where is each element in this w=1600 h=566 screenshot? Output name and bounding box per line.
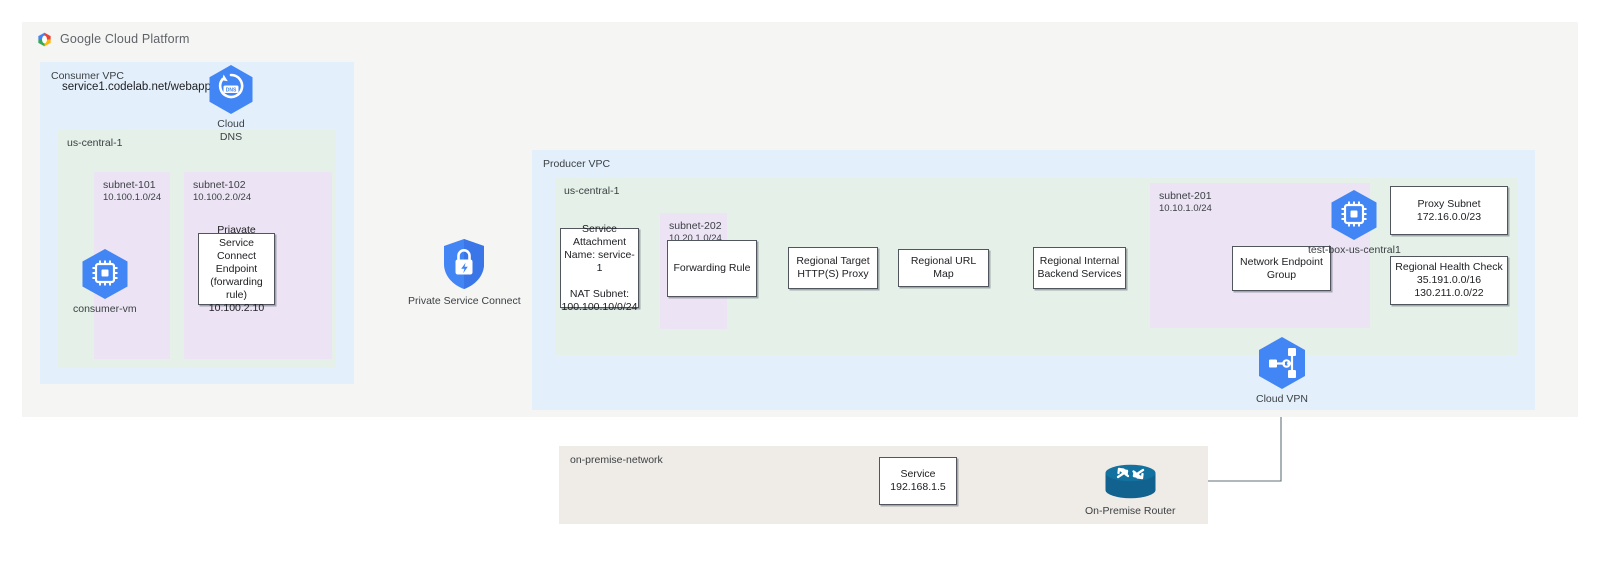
cloud-vpn-icon [1258, 337, 1305, 389]
proxy-subnet-box[interactable]: Proxy Subnet 172.16.0.0/23 [1390, 186, 1508, 235]
consumer-region-label: us-central-1 [67, 137, 123, 149]
on-premise-network-label: on-premise-network [570, 454, 663, 466]
regional-url-map-text: Regional URL Map [910, 255, 977, 280]
regional-backend-services-box[interactable]: Regional Internal Backend Services [1033, 247, 1126, 289]
consumer-vpc-label: Consumer VPC [51, 70, 124, 82]
producer-region-label: us-central-1 [564, 185, 620, 197]
test-box-vm-caption: test-box-us-central1 [1308, 244, 1401, 256]
private-service-connect-shield-icon [444, 239, 485, 289]
on-premise-service-text: Service 192.168.1.5 [890, 468, 946, 493]
psc-endpoint-text: Priavate Service Connect Endpoint (forwa… [208, 223, 265, 314]
private-service-connect-caption: Private Service Connect [408, 295, 521, 307]
subnet-201-name: subnet-201 [1159, 190, 1212, 202]
subnet-101-name: subnet-101 [103, 179, 156, 191]
consumer-vpc-container: Consumer VPC us-central-1 subnet-101 10.… [40, 62, 354, 384]
subnet-102-cidr: 10.100.2.0/24 [193, 192, 252, 203]
cloud-dns-node[interactable]: DNS Cloud DNS [208, 64, 254, 143]
cloud-vpn-caption: Cloud VPN [1256, 393, 1308, 405]
subnet-101-cidr: 10.100.1.0/24 [103, 192, 162, 203]
compute-engine-vm-icon [1331, 190, 1377, 240]
svg-text:DNS: DNS [226, 87, 237, 93]
consumer-vm-caption: consumer-vm [73, 303, 137, 315]
forwarding-rule-text: Forwarding Rule [673, 262, 751, 274]
subnet-102-name: subnet-102 [193, 179, 246, 191]
regional-backend-services-text: Regional Internal Backend Services [1037, 255, 1122, 280]
on-premise-router-node[interactable]: On-Premise Router [1085, 461, 1175, 518]
regional-target-proxy-text: Regional Target HTTP(S) Proxy [796, 255, 870, 280]
private-service-connect-endpoint-box[interactable]: Priavate Service Connect Endpoint (forwa… [198, 224, 275, 314]
forwarding-rule-box[interactable]: Forwarding Rule [667, 240, 757, 297]
cloud-dns-icon: DNS [209, 65, 253, 114]
consumer-vm-node[interactable]: consumer-vm [73, 248, 137, 316]
google-cloud-logo-icon [37, 31, 52, 47]
producer-vpc-label: Producer VPC [543, 158, 611, 170]
regional-url-map-box[interactable]: Regional URL Map [898, 249, 989, 287]
cloud-dns-caption: Cloud DNS [217, 118, 245, 143]
gcp-brand-title: Google Cloud Platform [60, 32, 190, 46]
network-endpoint-group-box[interactable]: Network Endpoint Group [1232, 246, 1331, 291]
network-endpoint-group-text: Network Endpoint Group [1240, 255, 1323, 281]
test-box-vm-node[interactable]: test-box-us-central1 [1308, 189, 1401, 257]
regional-health-check-text: Regional Health Check 35.191.0.0/16 130.… [1395, 261, 1503, 299]
dns-record-label: service1.codelab.net/webapp [62, 81, 211, 93]
private-service-connect-node[interactable]: Private Service Connect [408, 238, 521, 308]
regional-target-proxy-box[interactable]: Regional Target HTTP(S) Proxy [788, 247, 878, 289]
on-premise-router-caption: On-Premise Router [1085, 505, 1176, 517]
gcp-brand: Google Cloud Platform [36, 29, 336, 49]
cloud-vpn-node[interactable]: Cloud VPN [1256, 336, 1308, 406]
subnet-202-name: subnet-202 [669, 220, 722, 232]
proxy-subnet-text: Proxy Subnet 172.16.0.0/23 [1416, 197, 1482, 223]
subnet-201-cidr: 10.10.1.0/24 [1159, 203, 1212, 214]
on-premise-service-box[interactable]: Service 192.168.1.5 [879, 457, 957, 505]
service-attachment-box[interactable]: Service Attachment Name: service-1 NAT S… [560, 223, 639, 313]
service-attachment-text: Service Attachment Name: service-1 NAT S… [561, 222, 638, 313]
subnet-202-cidr: 10.20.1.0/24 [669, 233, 722, 244]
compute-engine-vm-icon [82, 249, 128, 299]
on-premise-router-icon [1105, 464, 1156, 499]
regional-health-check-box[interactable]: Regional Health Check 35.191.0.0/16 130.… [1390, 256, 1508, 305]
